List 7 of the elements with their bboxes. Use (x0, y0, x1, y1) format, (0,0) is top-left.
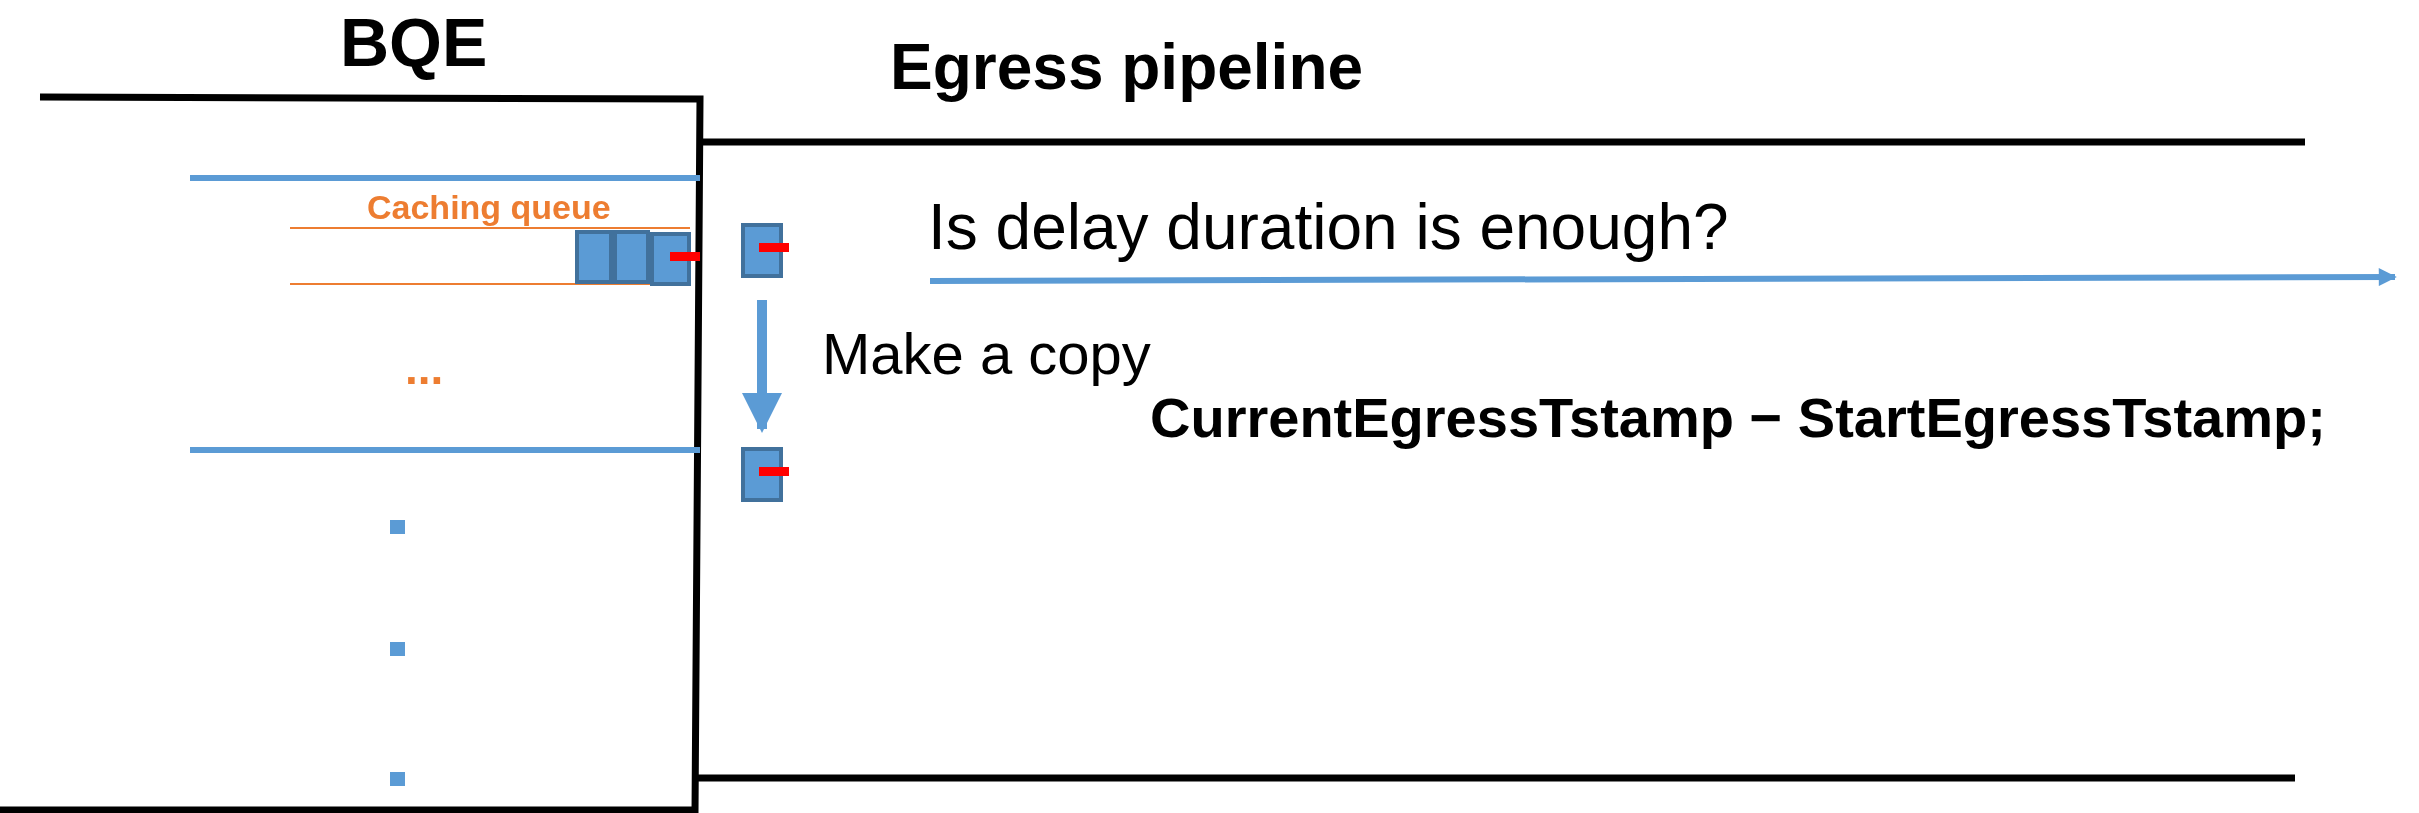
packet-box (741, 223, 783, 278)
queued-packet (575, 230, 613, 284)
arrow (742, 300, 782, 433)
packet-box (741, 447, 783, 502)
ellipsis: ... (405, 345, 444, 391)
queue-label: Caching queue (367, 190, 611, 224)
queued-packet (650, 232, 691, 286)
